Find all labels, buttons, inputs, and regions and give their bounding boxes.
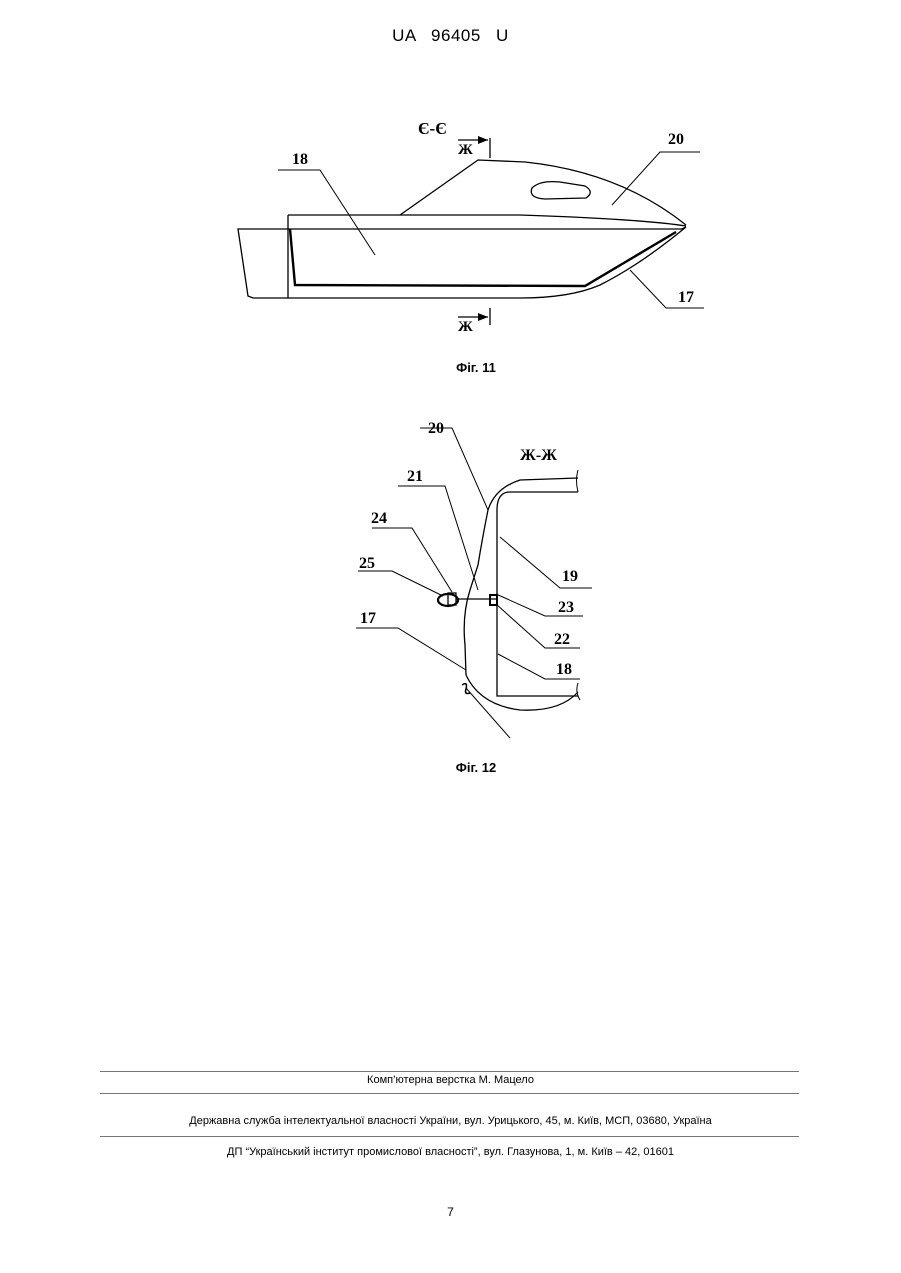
leader-18 <box>278 170 375 255</box>
label-21: 21 <box>407 468 423 485</box>
label-25: 25 <box>359 555 375 572</box>
footer-rule-2 <box>100 1093 799 1094</box>
leader-20 <box>420 428 488 510</box>
leader-19 <box>500 537 592 588</box>
leader-20 <box>612 152 700 205</box>
leader-17 <box>356 628 466 670</box>
agency-address: Державна служба інтелектуальної власност… <box>0 1115 901 1127</box>
deck-line <box>288 215 686 226</box>
hull-bottom-line <box>466 675 578 710</box>
label-18: 18 <box>292 151 308 168</box>
arrowhead-bottom <box>478 313 488 321</box>
footer-rule-3 <box>100 1136 799 1137</box>
institute-address: ДП “Український інститут промислової вла… <box>0 1146 901 1158</box>
break-line-bottom <box>577 683 580 700</box>
figure-12-drawing: 20 Ж-Ж 21 24 25 17 19 23 22 18 <box>0 400 901 760</box>
inner-liner-line <box>290 229 676 286</box>
hull-outline <box>238 227 686 298</box>
cut-label-top: Ж <box>458 142 473 158</box>
label-19: 19 <box>562 568 578 585</box>
figure-12-caption: Фіг. 12 <box>416 760 536 775</box>
figure-11-caption: Фіг. 11 <box>416 360 536 375</box>
label-17: 17 <box>360 610 376 627</box>
leader-24 <box>372 528 452 592</box>
label-18: 18 <box>556 661 572 678</box>
cut-label-bottom: Ж <box>458 319 473 335</box>
label-20: 20 <box>668 131 684 148</box>
section-label-e: Є-Є <box>418 119 447 138</box>
label-23: 23 <box>558 599 574 616</box>
break-line-top <box>577 470 579 492</box>
page-number: 7 <box>0 1205 901 1219</box>
bolt-22 <box>490 595 497 605</box>
label-20: 20 <box>428 420 444 437</box>
arrowhead-top <box>478 136 488 144</box>
label-22: 22 <box>554 631 570 648</box>
section-label-zh: Ж-Ж <box>520 447 557 464</box>
leader-21 <box>398 486 478 590</box>
cabin-window <box>531 182 590 199</box>
layout-credit: Комп’ютерна верстка М. Мацело <box>0 1074 901 1086</box>
footer-rule-1 <box>100 1071 799 1072</box>
figure-11-drawing: Є-Є Ж Ж 18 20 17 <box>0 0 901 400</box>
leader-25 <box>358 571 443 596</box>
label-17: 17 <box>678 289 694 306</box>
label-24: 24 <box>371 510 387 527</box>
